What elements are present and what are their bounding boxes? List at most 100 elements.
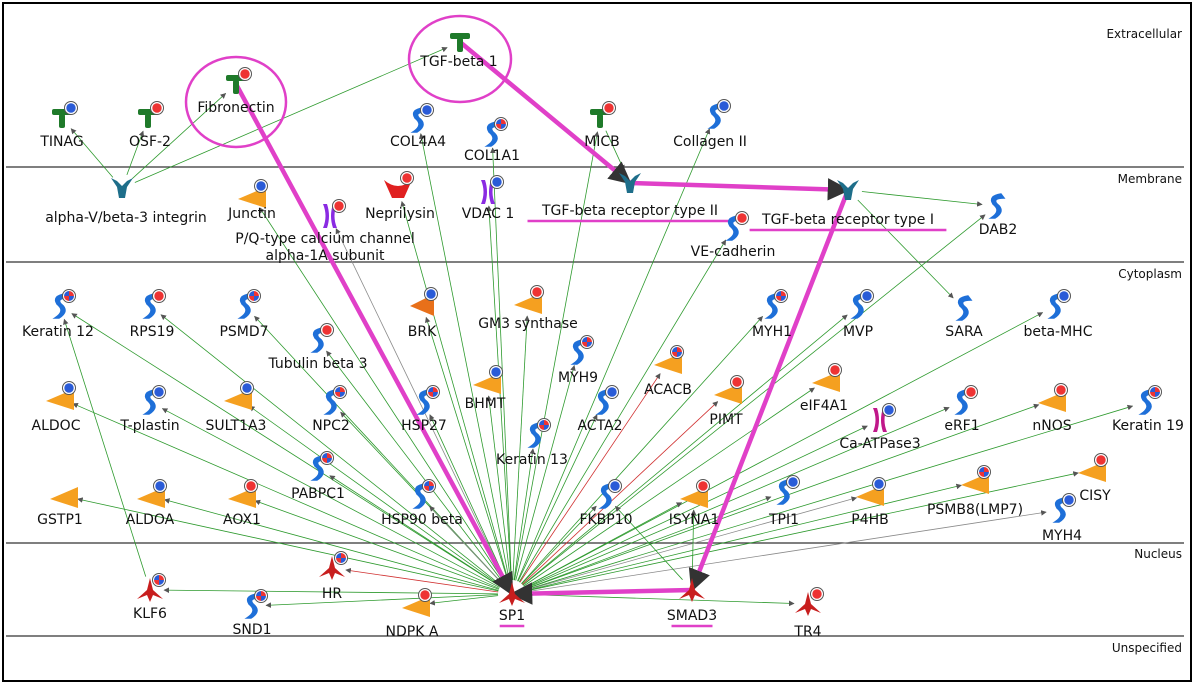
edge-sp1-gm3 [512, 315, 530, 581]
node-label-eif4a1: eIF4A1 [800, 398, 848, 414]
edge-smad3-isyna1 [690, 509, 697, 577]
node-tinag[interactable]: TINAG [39, 101, 84, 151]
node-erf1[interactable]: eRF1 [944, 385, 980, 435]
node-psmb8[interactable]: PSMB8(LMP7) [927, 465, 1023, 519]
node-tgfbr2[interactable]: TGF-beta receptor type II [527, 173, 733, 223]
node-aox1[interactable]: AOX1 [223, 479, 261, 529]
node-smad3[interactable]: SMAD3 [667, 578, 717, 628]
node-gm3[interactable]: GM3 synthase [478, 285, 578, 333]
node-hr[interactable]: HR [319, 551, 348, 603]
node-mvp[interactable]: MVP [843, 289, 874, 341]
node-label-sult1a3: SULT1A3 [206, 418, 267, 434]
node-osf2[interactable]: OSF-2 [129, 101, 171, 151]
node-eif4a1[interactable]: eIF4A1 [800, 363, 848, 415]
highlight-circle-tgf-beta-1 [407, 14, 513, 104]
node-klf6[interactable]: KLF6 [133, 573, 167, 623]
node-tpi1[interactable]: TPI1 [768, 475, 800, 529]
highlight-edge-tgfbr2-tgfbr1 [627, 178, 851, 201]
node-label-bmhc: beta-MHC [1023, 324, 1092, 340]
node-bhmt[interactable]: BHMT [465, 365, 506, 413]
node-rps19[interactable]: RPS19 [130, 289, 175, 341]
node-myh9[interactable]: MYH9 [558, 335, 598, 387]
highlight-circles [184, 14, 513, 149]
node-acta2[interactable]: ACTA2 [577, 385, 623, 435]
node-label-col1a1: COL1A1 [464, 148, 520, 164]
node-label-acacb: ACACB [644, 382, 692, 398]
node-dab2[interactable]: DAB2 [979, 193, 1018, 238]
edge-sp1-klf6 [163, 587, 499, 595]
node-pimt[interactable]: PIMT [709, 375, 744, 429]
node-label-tplastin: T-plastin [119, 418, 179, 434]
node-fn[interactable]: Fibronectin [197, 67, 275, 117]
node-sara[interactable]: SARA [945, 295, 983, 340]
node-acacb[interactable]: ACACB [644, 345, 692, 399]
edge-sp1-krt13 [513, 448, 536, 581]
node-label-tinag: TINAG [39, 134, 83, 150]
edge-sp1-aox1 [254, 499, 499, 590]
node-vdac[interactable]: VDAC 1 [462, 175, 515, 223]
node-nnos[interactable]: nNOS [1032, 383, 1072, 435]
node-sp1[interactable]: SP1 [499, 582, 525, 628]
edge-sp1-krt19 [525, 404, 1134, 591]
node-label-cisy: CISY [1079, 488, 1111, 504]
node-label-dab2: DAB2 [979, 222, 1018, 238]
node-aldoc[interactable]: ALDOC [32, 381, 81, 435]
node-hsp27[interactable]: HSP27 [401, 385, 447, 435]
edge-sp1-fkbp10 [521, 505, 597, 585]
node-tplastin[interactable]: T-plastin [119, 385, 180, 435]
node-myh4[interactable]: MYH4 [1042, 493, 1082, 545]
node-tgfb1[interactable]: TGF-beta 1 [419, 33, 498, 70]
node-myh1[interactable]: MYH1 [752, 289, 792, 341]
node-tr4[interactable]: TR4 [793, 587, 824, 641]
node-isyna1[interactable]: ISYNA1 [669, 479, 720, 529]
node-vecad[interactable]: VE-cadherin [691, 211, 776, 261]
node-label-p4hb: P4HB [851, 512, 888, 528]
node-snd1[interactable]: SND1 [232, 589, 272, 639]
edge-sp1-sult1a3 [248, 405, 501, 587]
edge-sp1-hsp27 [429, 414, 507, 582]
node-aldoa[interactable]: ALDOA [126, 479, 175, 529]
node-label-aox1: AOX1 [223, 512, 261, 528]
node-label-vdac: VDAC 1 [462, 206, 515, 222]
edge-sp1-pq [335, 228, 507, 582]
node-tubb3[interactable]: Tubulin beta 3 [267, 323, 368, 373]
node-micb[interactable]: MICB [584, 101, 620, 151]
node-label-col2: Collagen II [673, 134, 747, 150]
node-krt13[interactable]: Keratin 13 [496, 418, 568, 469]
node-cisy[interactable]: CISY [1078, 453, 1111, 505]
node-gstp1[interactable]: GSTP1 [37, 487, 83, 528]
node-col2[interactable]: Collagen II [673, 99, 747, 151]
node-ca3[interactable]: Ca-ATPase3 [839, 403, 921, 453]
edge-sp1-pimt [521, 401, 719, 585]
node-npc2[interactable]: NPC2 [312, 385, 350, 435]
edge-sp1-myh4 [525, 510, 1047, 593]
node-label-isyna1: ISYNA1 [669, 512, 720, 528]
node-fkbp10[interactable]: FKBP10 [579, 479, 633, 529]
node-brk[interactable]: BRK [408, 287, 438, 341]
node-krt19[interactable]: Keratin 19 [1112, 385, 1184, 435]
highlight-edge-smad3-sp1 [509, 582, 695, 605]
node-hsp90b[interactable]: HSP90 beta [381, 479, 463, 529]
edge-sp1-pabpc1 [329, 475, 501, 587]
node-ndpka[interactable]: NDPK A [386, 588, 439, 641]
node-label-psmd7: PSMD7 [219, 324, 268, 340]
node-pabpc1[interactable]: PABPC1 [291, 451, 345, 503]
edge-sp1-col1a1 [490, 147, 512, 581]
node-label-nep: Neprilysin [365, 206, 435, 222]
node-label-npc2: NPC2 [312, 418, 350, 434]
node-junctin[interactable]: Junctin [227, 179, 276, 223]
node-nep[interactable]: Neprilysin [365, 171, 435, 223]
node-psmd7[interactable]: PSMD7 [219, 289, 269, 341]
node-tgfbr1[interactable]: TGF-beta receptor type I [749, 180, 947, 232]
node-col1a1[interactable]: COL1A1 [464, 117, 520, 165]
node-p4hb[interactable]: P4HB [851, 477, 889, 529]
edge-sp1-micb [514, 131, 600, 581]
edge-tgfbr1-dab2 [861, 191, 983, 207]
node-krt12[interactable]: Keratin 12 [22, 289, 94, 341]
node-col4a4[interactable]: COL4A4 [390, 103, 446, 151]
node-itg[interactable]: alpha-V/beta-3 integrin [45, 178, 207, 226]
node-sult1a3[interactable]: SULT1A3 [206, 381, 267, 435]
node-bmhc[interactable]: beta-MHC [1023, 289, 1093, 341]
